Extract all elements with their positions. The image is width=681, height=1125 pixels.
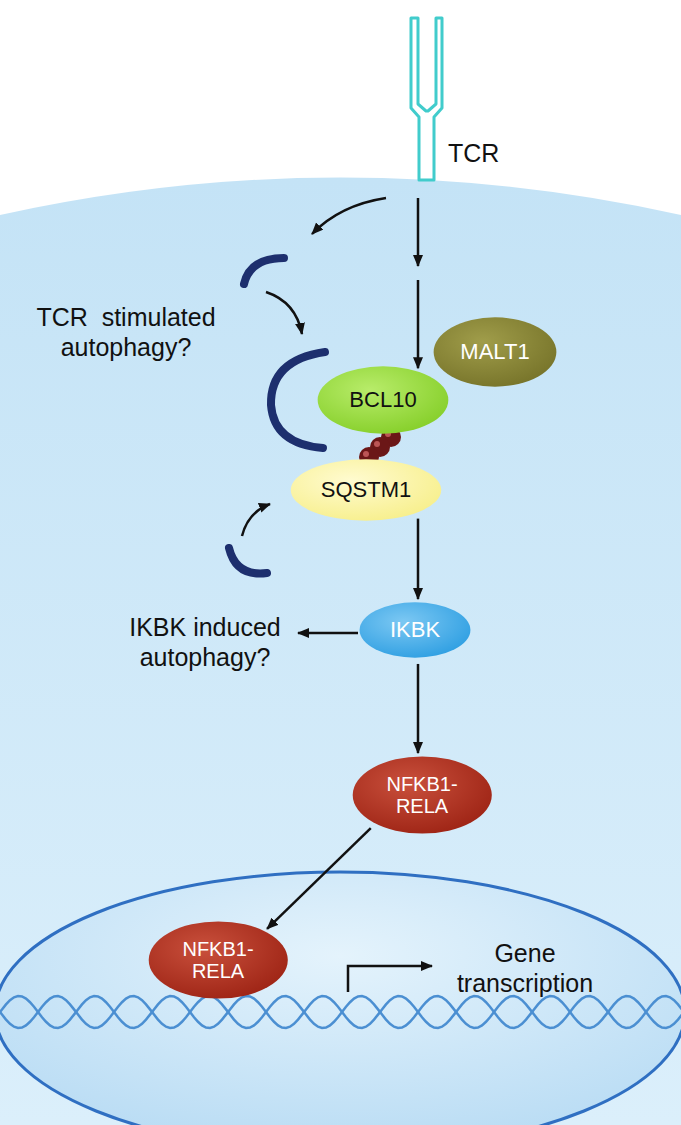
curved-arrow <box>266 292 302 334</box>
protein-ellipse: NFKB1-RELA <box>352 756 493 834</box>
ellipse-fill <box>434 317 557 386</box>
protein-ellipse: BCL10 <box>317 366 449 434</box>
annotation-text: TCR stimulated autophagy? <box>14 302 238 362</box>
phagophore <box>244 258 284 284</box>
pathway-arrow <box>417 664 420 753</box>
node-label: TCR <box>448 140 499 168</box>
curved-arrow <box>312 198 386 234</box>
protein-ellipse: MALT1 <box>433 317 557 387</box>
node-label: BCL10 <box>349 388 416 412</box>
annotation-text: IKBK induced autophagy? <box>110 612 300 672</box>
arrow-line <box>298 632 358 635</box>
receptor-node: TCR <box>408 18 444 180</box>
ellipse-fill <box>318 366 449 433</box>
protein-ellipse: IKBK <box>359 602 471 658</box>
phagophore <box>229 548 267 573</box>
node-label: NFKB1-RELA <box>377 773 467 817</box>
annotation-text: Gene transcription <box>445 938 605 998</box>
arrow-line <box>348 966 432 992</box>
phagophore <box>271 352 325 448</box>
pathway-arrow <box>267 828 371 929</box>
node-label: SQSTM1 <box>321 478 411 502</box>
dna-strand <box>0 996 681 1028</box>
ellipse-fill <box>148 921 287 998</box>
node-label: MALT1 <box>460 340 529 364</box>
node-label: IKBK <box>390 618 440 642</box>
ellipse-fill <box>352 756 491 833</box>
ellipse-fill <box>360 602 471 657</box>
pathway-arrow <box>417 519 420 599</box>
tcr-receptor <box>411 18 442 180</box>
node-label: NFKB1-RELA <box>173 938 263 982</box>
arrow-line <box>417 198 420 266</box>
pathway-arrow <box>417 280 420 368</box>
dna-strand <box>0 996 681 1028</box>
protein-ellipse: NFKB1-RELA <box>148 921 289 999</box>
ellipse-fill <box>291 459 441 520</box>
protein-ellipse: SQSTM1 <box>290 459 442 521</box>
dna-helix <box>0 996 681 1028</box>
curved-arrow <box>242 504 270 536</box>
